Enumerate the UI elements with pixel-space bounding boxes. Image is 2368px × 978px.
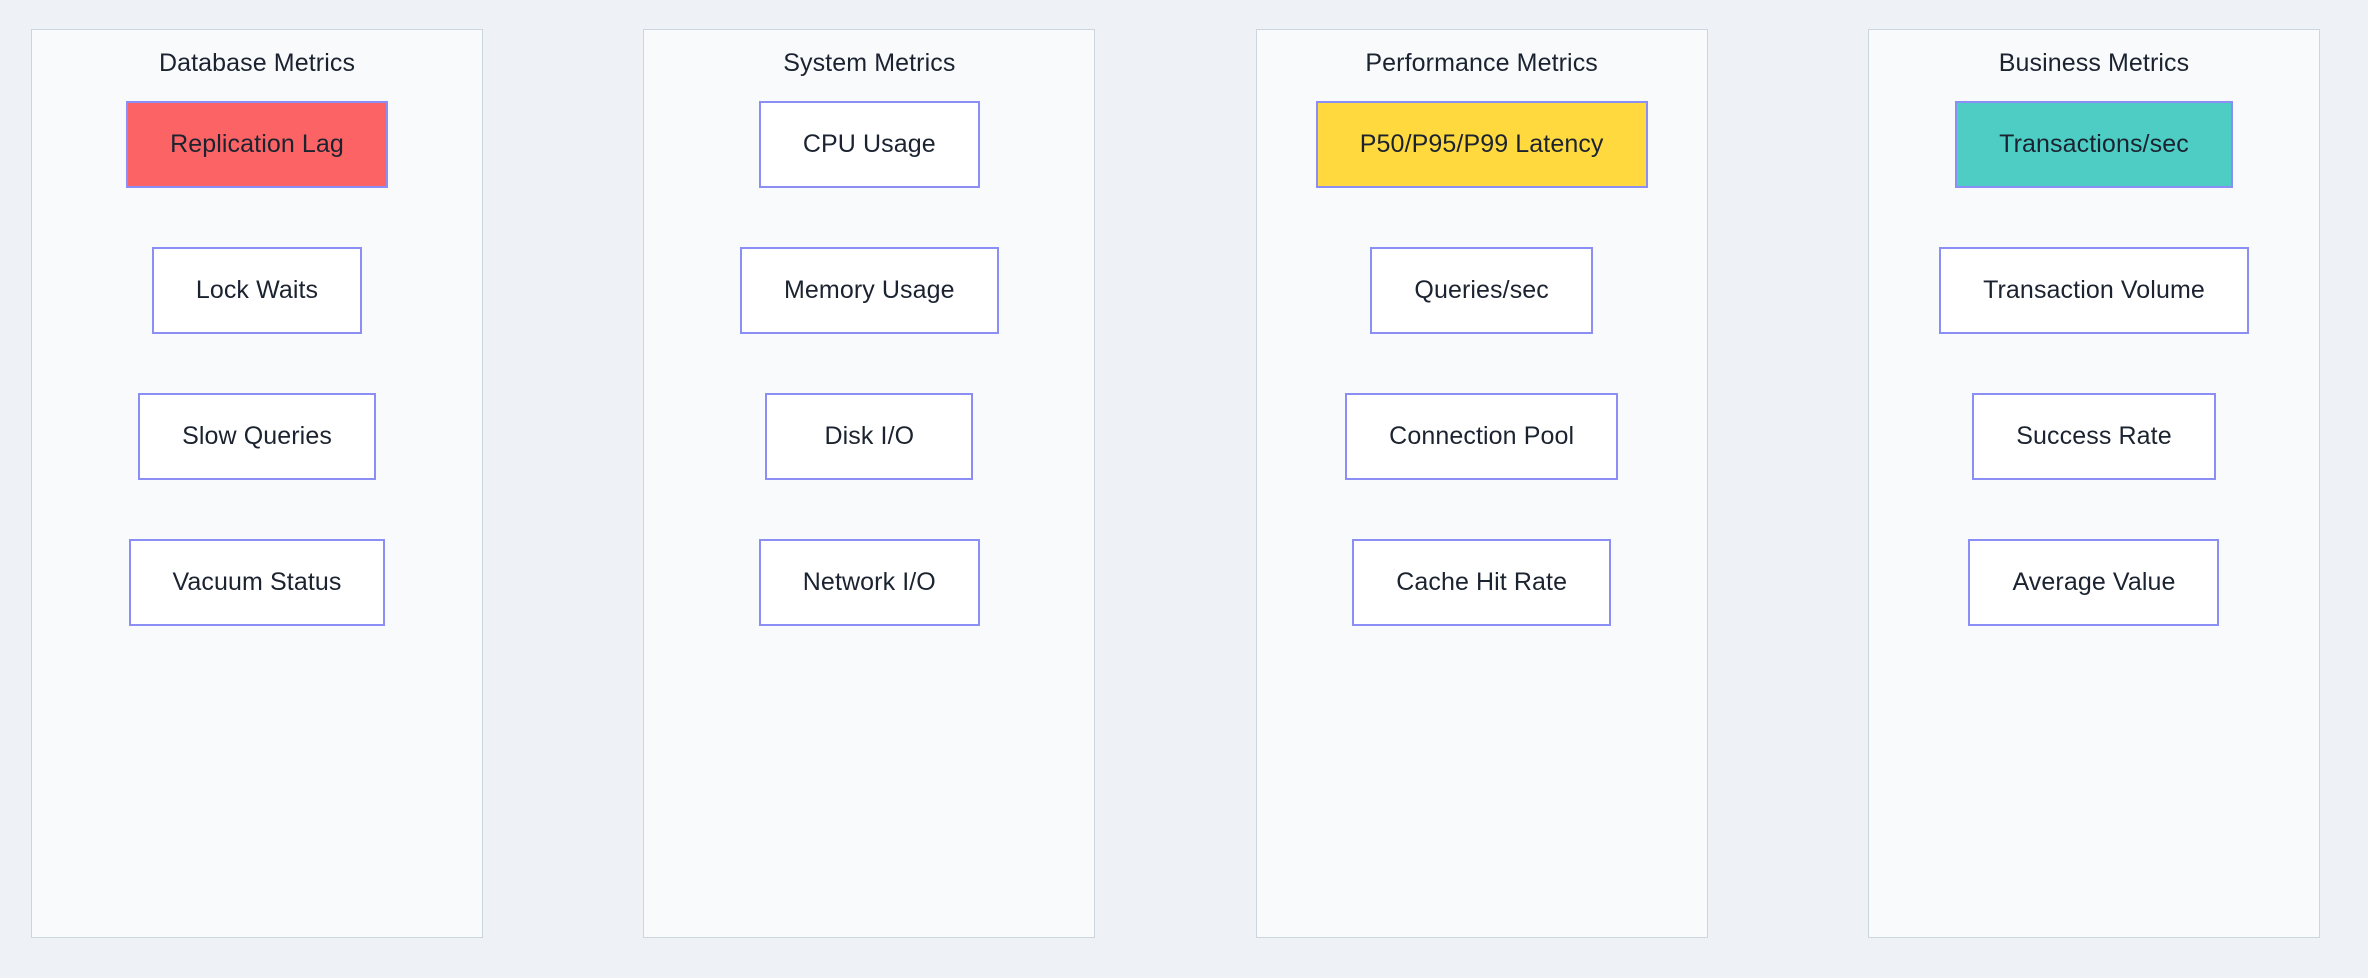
metric-card-disk-io[interactable]: Disk I/O [765, 393, 974, 480]
panel-performance-metrics: Performance Metrics P50/P95/P99 Latency … [1255, 29, 1708, 938]
metric-card-average-value[interactable]: Average Value [1968, 539, 2220, 626]
metric-card-label: Success Rate [2016, 422, 2172, 450]
panel-title: Business Metrics [1998, 49, 2190, 77]
metric-card-label: Lock Waits [195, 276, 319, 304]
panel-card-list: Transactions/sec Transaction Volume Succ… [1869, 78, 2319, 937]
metric-card-memory-usage[interactable]: Memory Usage [739, 247, 999, 334]
metric-card-label: CPU Usage [802, 130, 936, 158]
metric-card-transaction-volume[interactable]: Transaction Volume [1939, 247, 2249, 334]
card-slot: Slow Queries [32, 393, 482, 539]
metric-card-transactions-per-sec[interactable]: Transactions/sec [1955, 101, 2233, 188]
metric-card-label: Average Value [2012, 568, 2176, 596]
panel-card-list: P50/P95/P99 Latency Queries/sec Connecti… [1257, 78, 1707, 937]
panel-business-metrics: Business Metrics Transactions/sec Transa… [1867, 29, 2320, 938]
metric-card-label: Disk I/O [824, 422, 915, 450]
card-slot: Transaction Volume [1869, 247, 2319, 393]
metric-card-label: Slow Queries [182, 422, 332, 450]
card-slot: Disk I/O [644, 393, 1094, 539]
card-slot: Transactions/sec [1869, 101, 2319, 247]
panel-title: System Metrics [783, 49, 956, 77]
metric-card-queries-per-sec[interactable]: Queries/sec [1370, 247, 1593, 334]
metric-card-label: Vacuum Status [172, 568, 342, 596]
card-slot: Success Rate [1869, 393, 2319, 539]
metric-card-label: Memory Usage [783, 276, 955, 304]
metric-card-label: P50/P95/P99 Latency [1359, 130, 1604, 158]
card-slot: Vacuum Status [32, 539, 482, 685]
metric-card-connection-pool[interactable]: Connection Pool [1345, 393, 1619, 480]
metric-card-label: Transactions/sec [1999, 130, 2189, 158]
metric-card-label: Queries/sec [1414, 276, 1549, 304]
metric-card-label: Replication Lag [170, 130, 344, 158]
card-slot: Queries/sec [1257, 247, 1707, 393]
metric-card-slow-queries[interactable]: Slow Queries [138, 393, 376, 480]
card-slot: Memory Usage [644, 247, 1094, 393]
card-slot: Average Value [1869, 539, 2319, 685]
panel-title: Database Metrics [158, 49, 356, 77]
panel-database-metrics: Database Metrics Replication Lag Lock Wa… [31, 29, 483, 938]
card-slot: Cache Hit Rate [1257, 539, 1707, 685]
metric-card-success-rate[interactable]: Success Rate [1972, 393, 2216, 480]
card-slot: P50/P95/P99 Latency [1257, 101, 1707, 247]
metric-card-cache-hit-rate[interactable]: Cache Hit Rate [1352, 539, 1612, 626]
card-slot: Replication Lag [32, 101, 482, 247]
card-slot: Lock Waits [32, 247, 482, 393]
metric-card-label: Cache Hit Rate [1396, 568, 1568, 596]
panel-card-list: Replication Lag Lock Waits Slow Queries … [32, 78, 482, 937]
metric-card-replication-lag[interactable]: Replication Lag [126, 101, 388, 188]
metric-card-label: Transaction Volume [1983, 276, 2205, 304]
panel-system-metrics: System Metrics CPU Usage Memory Usage Di… [643, 29, 1096, 938]
card-slot: Connection Pool [1257, 393, 1707, 539]
metric-card-label: Connection Pool [1389, 422, 1575, 450]
metric-card-label: Network I/O [802, 568, 936, 596]
metric-card-lock-waits[interactable]: Lock Waits [151, 247, 363, 334]
metric-card-network-io[interactable]: Network I/O [758, 539, 980, 626]
metric-card-cpu-usage[interactable]: CPU Usage [758, 101, 980, 188]
metric-card-latency-percentiles[interactable]: P50/P95/P99 Latency [1315, 101, 1648, 188]
panel-title: Performance Metrics [1365, 49, 1598, 77]
card-slot: Network I/O [644, 539, 1094, 685]
card-slot: CPU Usage [644, 101, 1094, 247]
panel-card-list: CPU Usage Memory Usage Disk I/O Network … [644, 78, 1094, 937]
metric-card-vacuum-status[interactable]: Vacuum Status [128, 539, 386, 626]
